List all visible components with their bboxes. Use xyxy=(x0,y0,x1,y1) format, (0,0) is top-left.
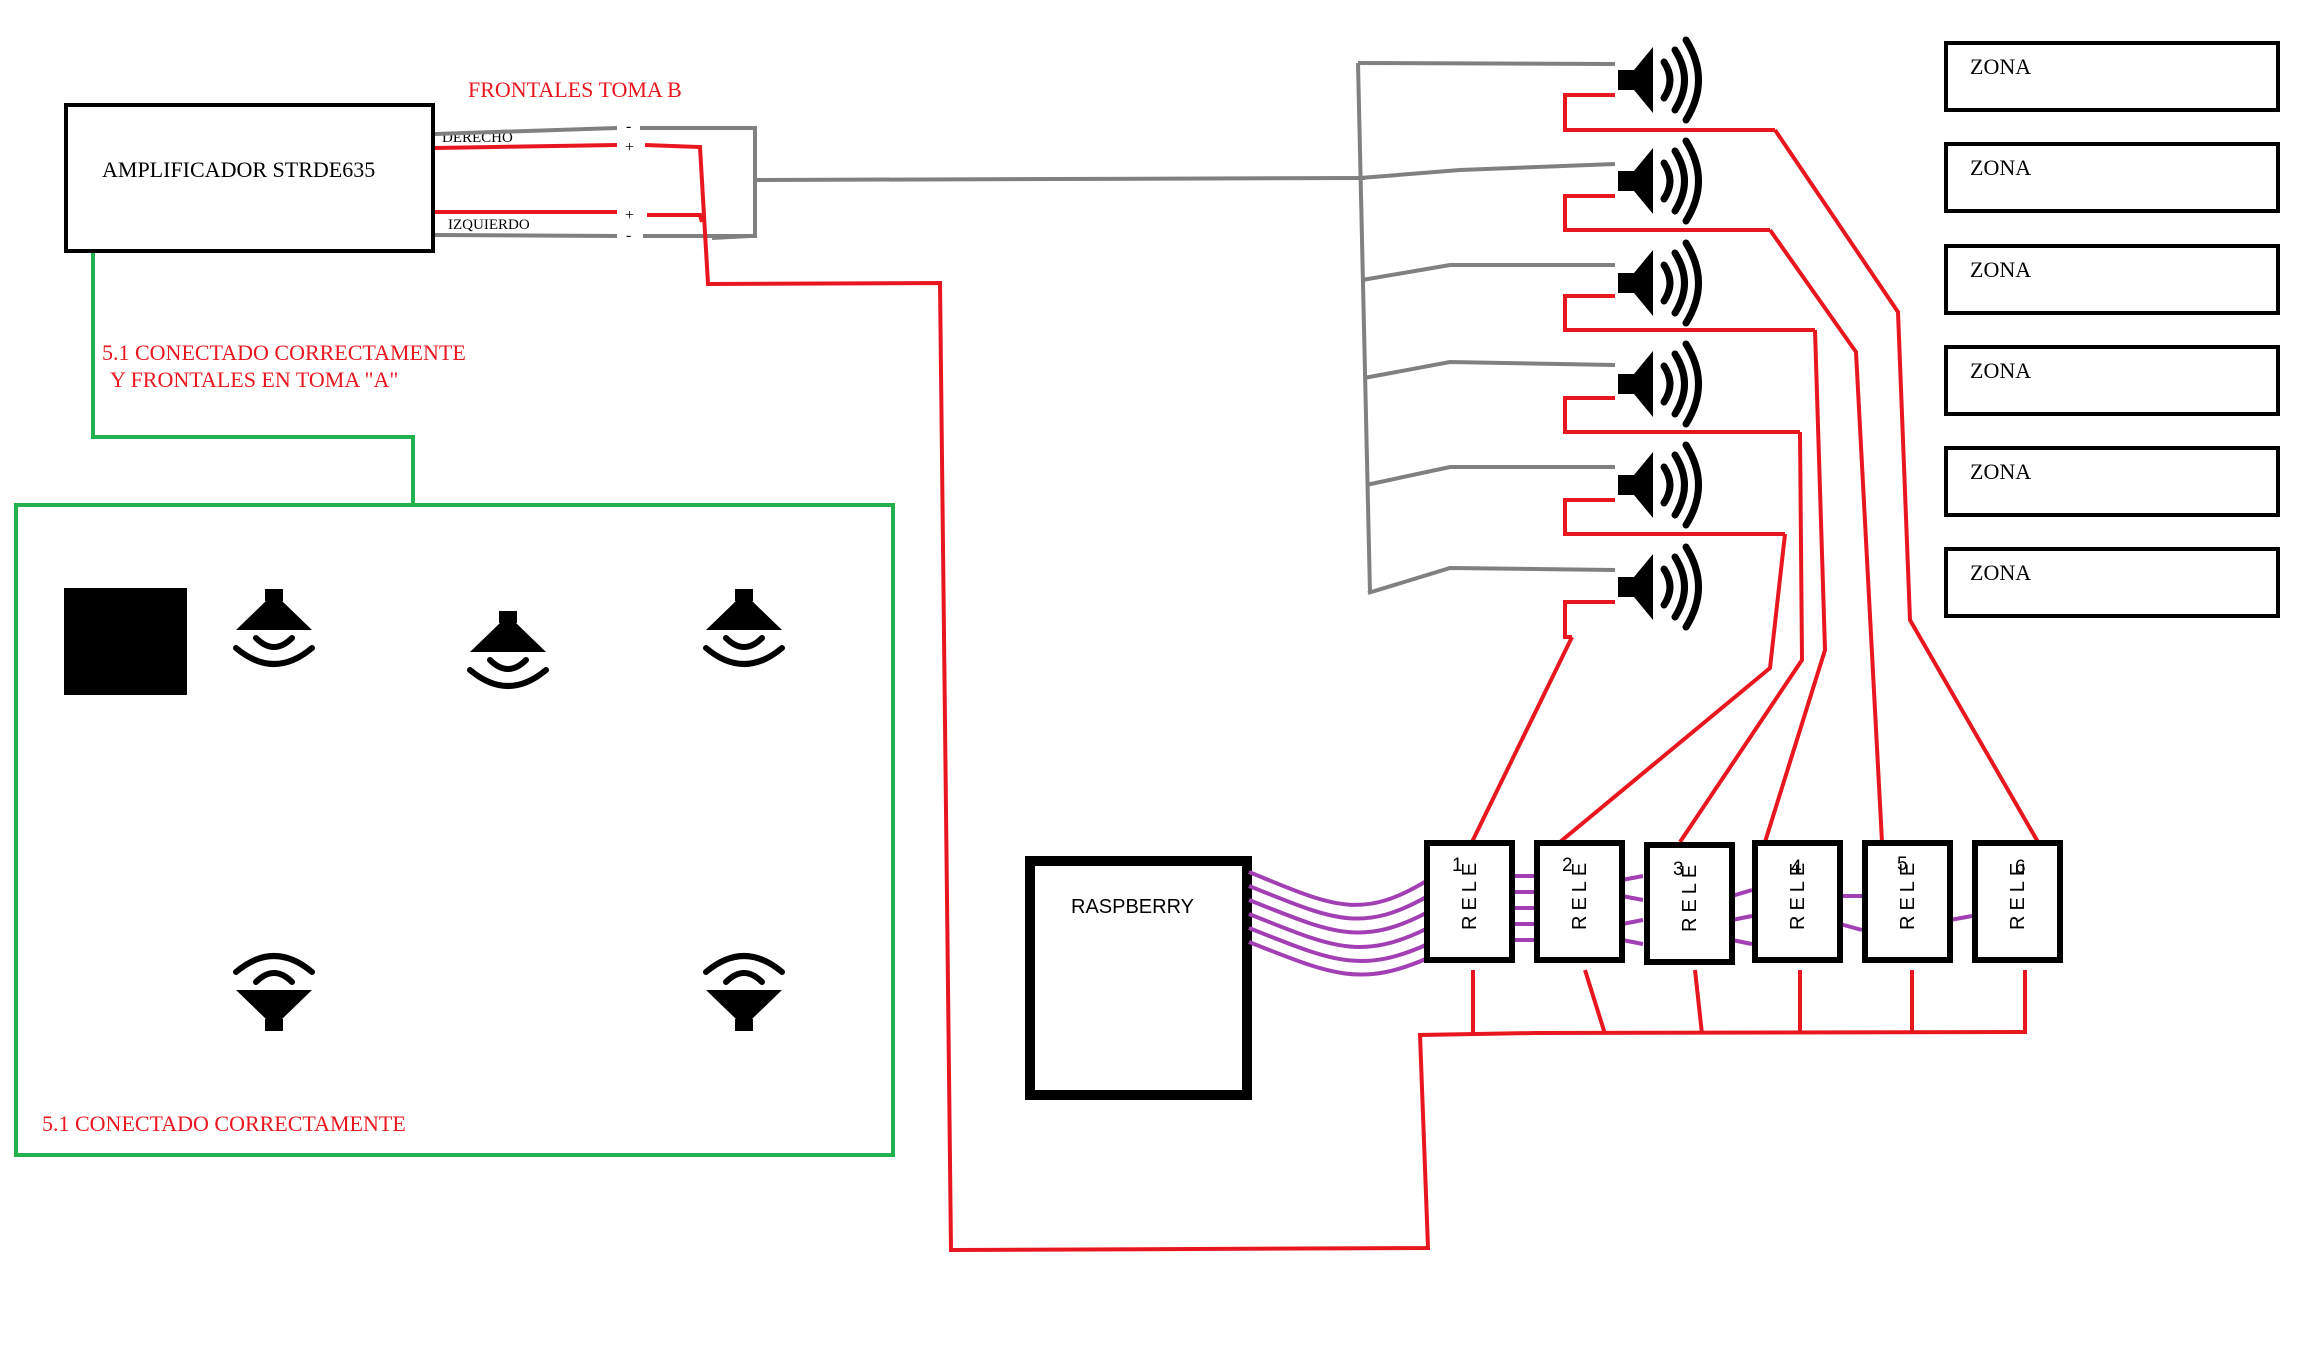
zone-box xyxy=(1944,547,2280,618)
relay-label: RELE xyxy=(1679,860,1701,932)
speaker-volume-icon xyxy=(1618,547,1699,627)
positive-wires xyxy=(434,93,2040,1253)
right-minus-terminal: - xyxy=(626,118,631,135)
zone-label: ZONA xyxy=(1970,155,2031,180)
right-plus-terminal: + xyxy=(625,139,634,156)
ceiling-speaker-icon xyxy=(236,956,312,1031)
zone-box xyxy=(1944,41,2280,112)
relay-label: RELE xyxy=(1897,858,1919,930)
zone-label: ZONA xyxy=(1970,358,2031,383)
relay-number: 6 xyxy=(2015,857,2026,878)
ceiling-speaker-icon xyxy=(706,956,782,1031)
relay-3: 3 RELE xyxy=(1644,842,1735,965)
zone-box xyxy=(1944,244,2280,315)
zone-label: ZONA xyxy=(1970,560,2031,585)
relay-number: 5 xyxy=(1897,854,1908,875)
speaker-volume-icon xyxy=(1618,445,1699,525)
relay-number: 1 xyxy=(1452,855,1463,876)
zone-label: ZONA xyxy=(1970,459,2031,484)
note-connected-line2: Y FRONTALES EN TOMA "A" xyxy=(110,367,398,392)
relay-6: 6 RELE xyxy=(1972,840,2063,963)
zone-list: ZONA ZONA ZONA ZONA ZONA ZONA xyxy=(1944,41,2280,618)
zone-box xyxy=(1944,446,2280,517)
relay-2: 2 RELE xyxy=(1534,840,1625,963)
speaker-volume-icon xyxy=(1618,344,1699,424)
green-link-wires xyxy=(91,250,415,503)
relay-label: RELE xyxy=(1459,858,1481,930)
relay-bank: 1 RELE 2 RELE 3 RELE 4 RELE 5 RELE 6 REL… xyxy=(1424,840,2063,965)
surround-box-label: 5.1 CONECTADO CORRECTAMENTE xyxy=(42,1111,406,1136)
relay-number: 4 xyxy=(1791,857,1802,878)
surround-room: 5.1 CONECTADO CORRECTAMENTE xyxy=(42,588,782,1136)
relay-label: RELE xyxy=(1569,858,1591,930)
relay-5: 5 RELE xyxy=(1862,840,1953,963)
zone-box xyxy=(1944,142,2280,213)
control-wires xyxy=(1248,870,1973,977)
relay-label: RELE xyxy=(2007,858,2029,930)
note-connected-line1: 5.1 CONECTADO CORRECTAMENTE xyxy=(102,340,466,365)
relay-number: 2 xyxy=(1562,855,1573,876)
left-plus-terminal: + xyxy=(625,207,634,224)
left-minus-terminal: - xyxy=(626,227,631,244)
negative-wires xyxy=(434,61,1616,595)
ceiling-speaker-icon xyxy=(236,589,312,664)
amplifier-label: AMPLIFICADOR STRDE635 xyxy=(102,157,375,182)
subwoofer-block-icon xyxy=(64,588,187,695)
amplifier-left-label: IZQUIERDO xyxy=(448,217,530,233)
zone-box xyxy=(1944,345,2280,416)
speaker-volume-icon xyxy=(1618,40,1699,120)
relay-label: RELE xyxy=(1787,858,1809,930)
speaker-volume-icon xyxy=(1618,243,1699,323)
speaker-volume-icon xyxy=(1618,141,1699,221)
relay-number: 3 xyxy=(1673,859,1684,880)
zone-label: ZONA xyxy=(1970,54,2031,79)
surround-room-box xyxy=(14,503,895,1157)
amplifier-box xyxy=(64,103,435,253)
zone-label: ZONA xyxy=(1970,257,2031,282)
frontales-b-label: FRONTALES TOMA B xyxy=(468,77,682,102)
ceiling-speaker-icon xyxy=(470,611,546,686)
relay-4: 4 RELE xyxy=(1752,840,1843,963)
raspberry-label: RASPBERRY xyxy=(1071,896,1194,918)
relay-1: 1 RELE xyxy=(1424,840,1515,963)
raspberry-box xyxy=(1025,856,1252,1100)
ceiling-speaker-icon xyxy=(706,589,782,664)
